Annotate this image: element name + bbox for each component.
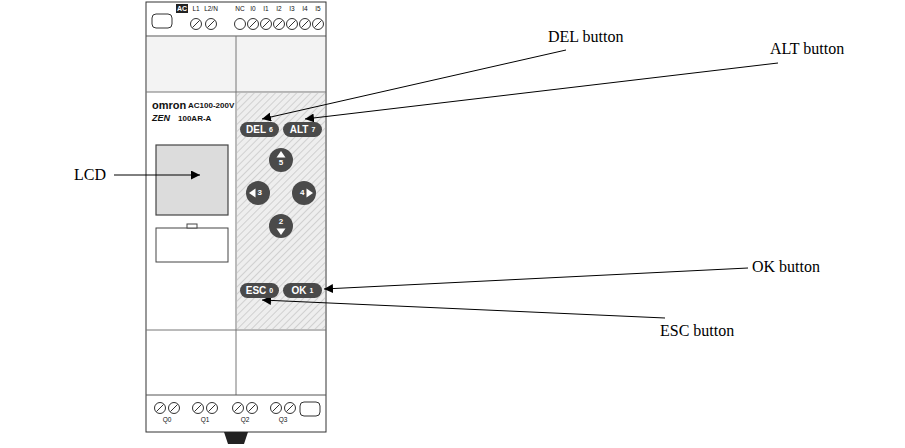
terminal-label: Q2 bbox=[241, 417, 250, 424]
button-panel bbox=[237, 93, 325, 329]
callout-label: ALT button bbox=[770, 40, 844, 58]
button-number: 2 bbox=[279, 218, 283, 226]
button-number: 1 bbox=[310, 287, 314, 294]
button-number: 0 bbox=[269, 287, 273, 294]
terminal-screw bbox=[155, 403, 166, 414]
button-number: 3 bbox=[258, 189, 262, 197]
terminal-screw bbox=[193, 403, 204, 414]
model-marking: 100AR-A bbox=[178, 115, 211, 123]
din-clip bbox=[224, 432, 248, 444]
terminal-screw bbox=[300, 19, 311, 30]
terminal-label: AC bbox=[176, 4, 188, 13]
panel-line bbox=[236, 36, 237, 395]
terminal-screw bbox=[191, 19, 202, 30]
terminal-screw bbox=[287, 19, 298, 30]
key-button: ESC0 bbox=[240, 283, 279, 298]
terminal-label: I0 bbox=[250, 6, 255, 13]
terminal-screw bbox=[313, 19, 324, 30]
panel-line bbox=[146, 330, 326, 331]
mounting-hole bbox=[152, 14, 172, 28]
button-label: ESC bbox=[246, 286, 267, 296]
button-number: 7 bbox=[311, 126, 315, 133]
terminal-label: Q1 bbox=[201, 417, 210, 424]
terminal-screw bbox=[248, 19, 259, 30]
callout-label: OK button bbox=[752, 258, 820, 276]
terminal-screw bbox=[207, 403, 218, 414]
mounting-hole bbox=[300, 402, 320, 416]
callout-label: LCD bbox=[74, 166, 106, 184]
button-label: DEL bbox=[246, 125, 266, 135]
button-label: ALT bbox=[290, 125, 309, 135]
arrow-triangle bbox=[277, 151, 286, 158]
button-label: OK bbox=[292, 286, 307, 296]
key-button: OK1 bbox=[283, 283, 322, 298]
key-button: ALT7 bbox=[283, 122, 322, 137]
memory-cover bbox=[156, 228, 228, 262]
button-number: 5 bbox=[279, 159, 283, 167]
terminal-screw bbox=[206, 19, 217, 30]
terminal-label: Q0 bbox=[163, 417, 172, 424]
lcd-screen bbox=[156, 145, 228, 215]
arrow-button: 5 bbox=[269, 148, 293, 172]
terminal-screw bbox=[247, 403, 258, 414]
terminal-label: L1 bbox=[192, 6, 199, 13]
panel-line bbox=[146, 395, 326, 396]
model-marking: omron bbox=[152, 100, 186, 111]
callout-label: DEL button bbox=[548, 28, 623, 46]
button-number: 4 bbox=[300, 189, 304, 197]
terminal-label: I5 bbox=[315, 6, 320, 13]
terminal-label: L2/N bbox=[204, 6, 218, 13]
terminal-screw bbox=[274, 19, 285, 30]
key-button: DEL6 bbox=[240, 122, 279, 137]
terminal-screw bbox=[271, 403, 282, 414]
callout-label: ESC button bbox=[660, 322, 734, 340]
button-number: 6 bbox=[269, 126, 273, 133]
terminal-screw bbox=[169, 403, 180, 414]
arrow-button: 3 bbox=[246, 181, 270, 205]
arrow-triangle bbox=[277, 229, 286, 236]
empty-terminal bbox=[235, 19, 246, 30]
terminal-label: I2 bbox=[276, 6, 281, 13]
device-housing: AC L1 L2/N NC I0 I1 I2 I3 I4 I5 omronAC100-200V ZEN… bbox=[146, 2, 326, 432]
leader-line bbox=[114, 175, 200, 176]
model-marking: AC100-200V bbox=[188, 102, 234, 110]
terminal-label: NC bbox=[235, 6, 244, 13]
leader-line bbox=[262, 300, 665, 318]
terminal-label: I3 bbox=[289, 6, 294, 13]
arrow-button: 2 bbox=[269, 214, 293, 238]
leader-line bbox=[305, 63, 778, 119]
terminal-screw bbox=[285, 403, 296, 414]
terminal-screw bbox=[233, 403, 244, 414]
leader-line bbox=[262, 50, 566, 119]
housing bbox=[146, 2, 326, 432]
arrow-triangle bbox=[307, 189, 314, 198]
terminal-screw bbox=[261, 19, 272, 30]
model-marking: ZEN bbox=[152, 114, 170, 123]
terminal-label: Q3 bbox=[279, 417, 288, 424]
terminal-label: I1 bbox=[263, 6, 268, 13]
arrow-button: 4 bbox=[292, 181, 316, 205]
cover-notch bbox=[187, 224, 197, 228]
leader-line bbox=[324, 268, 748, 289]
terminal-label: I4 bbox=[302, 6, 307, 13]
arrow-triangle bbox=[249, 189, 256, 198]
